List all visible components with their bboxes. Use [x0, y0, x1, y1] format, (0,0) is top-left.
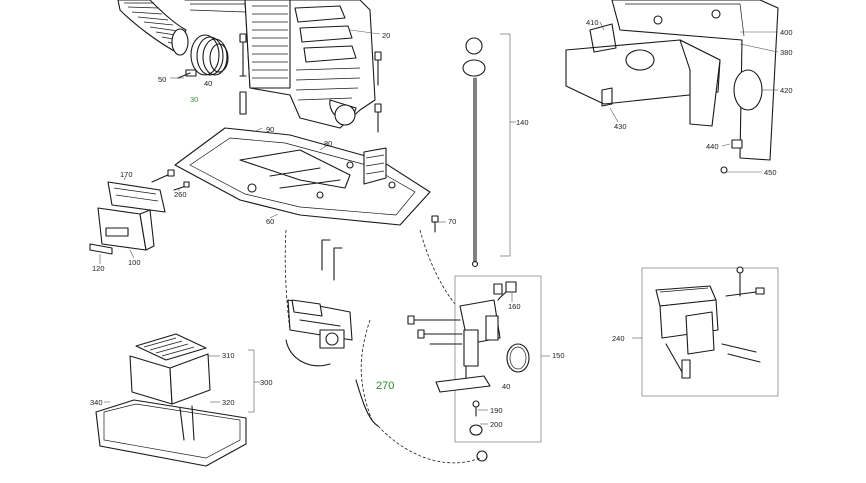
label-60: 60: [266, 217, 274, 226]
label-260: 260: [174, 190, 187, 199]
pin-part: [239, 91, 247, 115]
mounting-screws: [374, 51, 382, 133]
label-310: 310: [222, 351, 235, 360]
label-170: 170: [120, 170, 133, 179]
screw-part: [239, 33, 247, 77]
gas-pipe: [355, 319, 488, 464]
leader-lines: [99, 21, 779, 425]
label-150: 150: [552, 351, 565, 360]
heater-body: [184, 0, 376, 129]
gas-valve: [435, 275, 542, 443]
screws-left: [151, 169, 190, 191]
heater-housing-right: [565, 0, 779, 174]
label-420: 420: [780, 86, 793, 95]
rod-140: [462, 33, 516, 268]
label-320: 320: [222, 398, 235, 407]
label-50: 50: [158, 75, 166, 84]
pilot-burner-inset: [641, 266, 779, 397]
base-plate: [174, 127, 431, 226]
label-80: 80: [324, 139, 332, 148]
label-40: 40: [204, 79, 212, 88]
o-ring: [506, 343, 530, 373]
label-40-valve: 40: [502, 382, 510, 391]
burner-assembly: [284, 229, 353, 367]
valve-screws: [407, 315, 463, 345]
label-400: 400: [780, 28, 793, 37]
label-140: 140: [516, 118, 529, 127]
screw-70: [431, 215, 439, 233]
label-430: 430: [614, 122, 627, 131]
label-200: 200: [490, 420, 503, 429]
label-300: 300: [260, 378, 273, 387]
l-pins: [321, 239, 343, 281]
label-410: 410: [586, 18, 599, 27]
air-filter-assembly: [95, 333, 247, 467]
base-flap: [363, 147, 387, 185]
label-30: 30: [190, 95, 198, 104]
label-20: 20: [382, 31, 390, 40]
label-100: 100: [128, 258, 141, 267]
label-340: 340: [90, 398, 103, 407]
label-380: 380: [780, 48, 793, 57]
label-90: 90: [266, 125, 274, 134]
label-240: 240: [612, 334, 625, 343]
label-190: 190: [490, 406, 503, 415]
hose-clamp-rings: [177, 34, 229, 79]
label-270: 270: [376, 380, 394, 392]
part-labels: 20 50 40 30 90 80 70 60 170 260 100 120 …: [90, 18, 793, 429]
label-70: 70: [448, 217, 456, 226]
flexible-exhaust-hose: [117, 0, 189, 56]
label-120: 120: [92, 264, 105, 273]
label-450: 450: [764, 168, 777, 177]
label-160: 160: [508, 302, 521, 311]
control-box: [89, 181, 166, 255]
label-440: 440: [706, 142, 719, 151]
dashed-connector: [419, 229, 461, 311]
